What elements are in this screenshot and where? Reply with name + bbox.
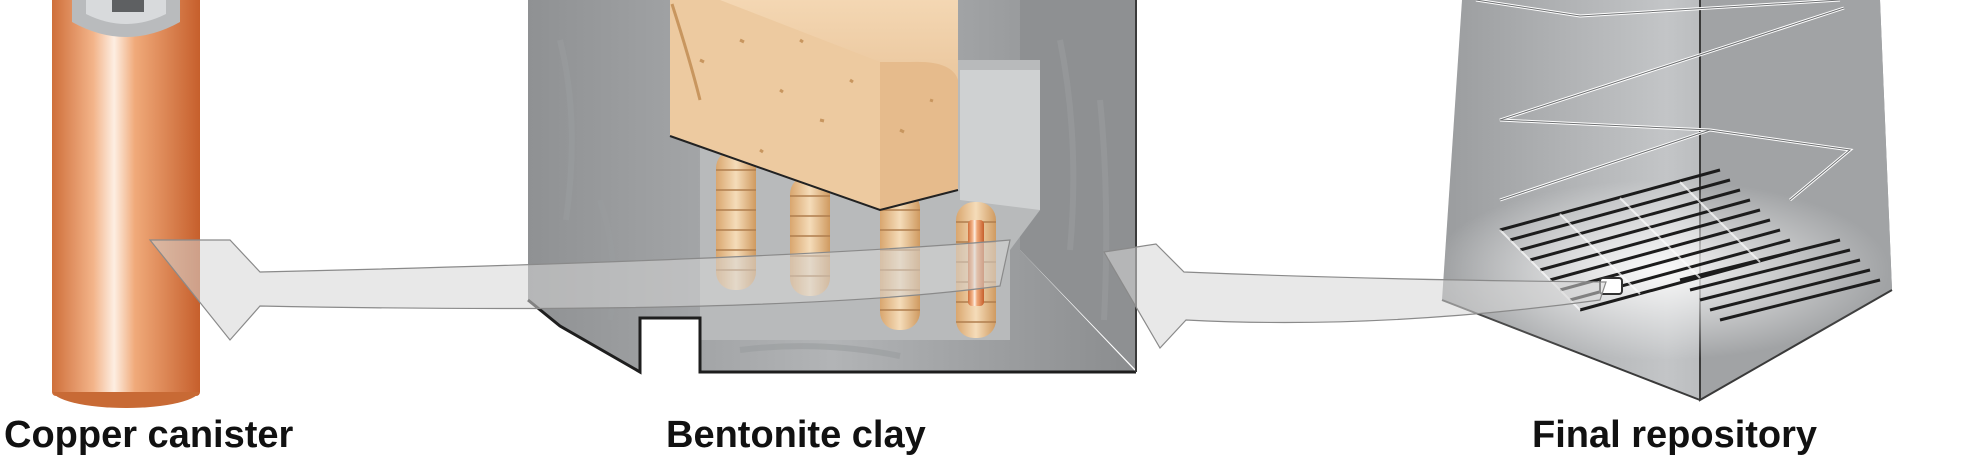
label-final-repository: Final repository <box>1532 412 1817 458</box>
tunnel-back-wall <box>960 70 1040 210</box>
canister-lid-hole <box>112 0 144 12</box>
label-copper-canister: Copper canister <box>4 412 293 458</box>
bentonite-clay-block-illustration <box>528 0 1136 372</box>
copper-canister-illustration <box>52 0 200 408</box>
canister-side-shade <box>52 0 200 392</box>
label-bentonite-clay: Bentonite clay <box>666 412 926 458</box>
final-repository-illustration <box>1430 0 1892 400</box>
